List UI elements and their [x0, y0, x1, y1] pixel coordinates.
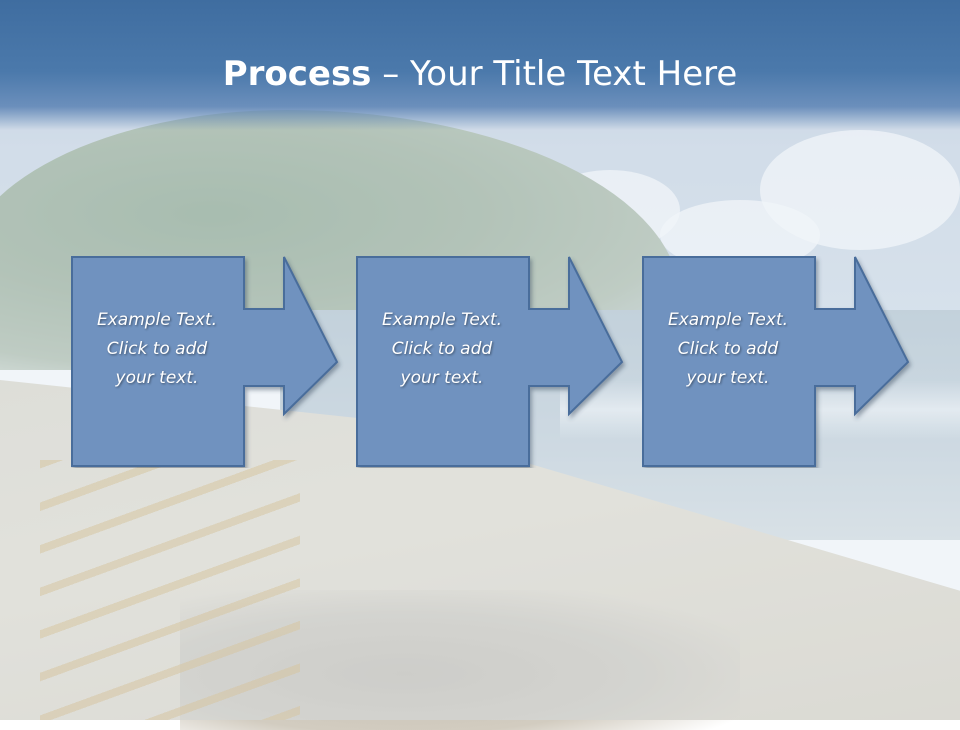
- process-step-1[interactable]: Example Text. Click to add your text.: [71, 256, 351, 468]
- step-line: Example Text.: [381, 310, 503, 330]
- process-step-3[interactable]: Example Text. Click to add your text.: [642, 256, 922, 468]
- arrow-shape: [356, 256, 624, 467]
- step-line: your text.: [400, 368, 484, 388]
- step-line: Example Text.: [96, 310, 218, 330]
- arrow-shape: [642, 256, 910, 467]
- lifeguard-chair: [40, 460, 300, 720]
- slide-title[interactable]: Process – Your Title Text Here: [0, 52, 960, 96]
- arrow-shape: [71, 256, 339, 467]
- step-line: Example Text.: [667, 310, 789, 330]
- step-text: Example Text. Click to add your text.: [642, 306, 814, 393]
- title-bold: Process: [222, 54, 372, 94]
- step-line: Click to add: [106, 339, 208, 359]
- title-rest: – Your Title Text Here: [371, 54, 738, 94]
- step-line: Click to add: [391, 339, 493, 359]
- step-line: your text.: [686, 368, 770, 388]
- step-line: Click to add: [677, 339, 779, 359]
- title-band: [0, 0, 960, 130]
- step-line: your text.: [115, 368, 199, 388]
- step-text: Example Text. Click to add your text.: [71, 306, 243, 393]
- process-step-2[interactable]: Example Text. Click to add your text.: [356, 256, 636, 468]
- step-text: Example Text. Click to add your text.: [356, 306, 528, 393]
